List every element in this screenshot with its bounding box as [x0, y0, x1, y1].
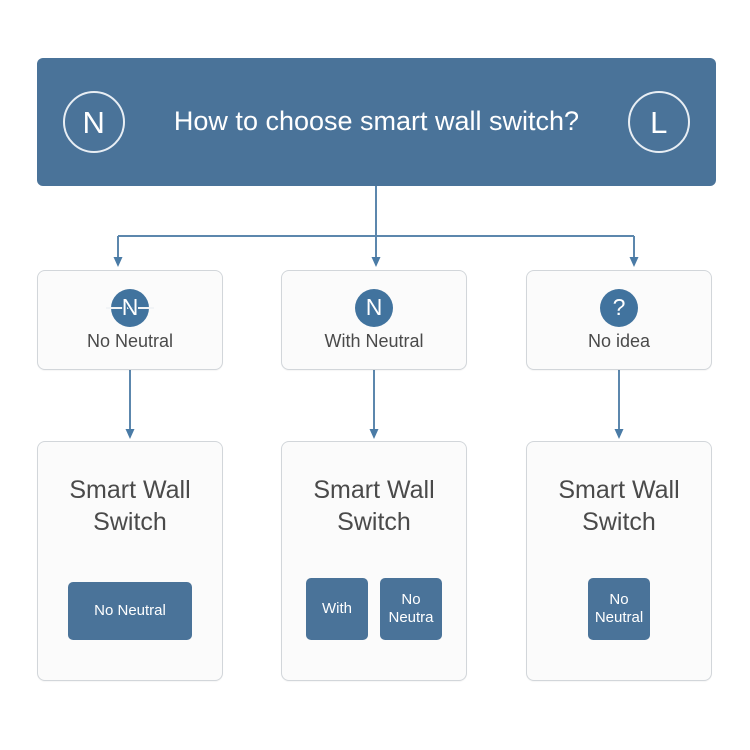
live-wire-icon-letter: L	[650, 104, 668, 140]
question-mark-icon-glyph: ?	[612, 294, 626, 321]
with-neutral-icon-letter: N	[365, 294, 383, 321]
product-button-no-neutral-2[interactable]: No Neutra	[380, 578, 442, 640]
product-card-1[interactable]: Smart Wall Switch No Neutral	[37, 441, 223, 681]
header-banner: N How to choose smart wall switch? L	[37, 58, 716, 186]
product-button-no-neutral-3[interactable]: No Neutral	[588, 578, 650, 640]
neutral-wire-icon: N	[63, 91, 125, 153]
product-button-row-2: With No Neutra	[282, 578, 466, 640]
product-button-no-neutral-1[interactable]: No Neutral	[68, 582, 192, 640]
option-label-with-neutral: With Neutral	[324, 330, 424, 351]
product-button-row-3: No Neutral	[527, 578, 711, 640]
product-card-3[interactable]: Smart Wall Switch No Neutral	[526, 441, 712, 681]
no-neutral-icon: N	[106, 288, 154, 327]
option-card-no-neutral[interactable]: N No Neutral	[37, 270, 223, 370]
product-button-row-1: No Neutral	[38, 582, 222, 640]
product-button-with-2[interactable]: With	[306, 578, 368, 640]
live-wire-icon: L	[628, 91, 690, 153]
option-card-no-idea[interactable]: ? No idea	[526, 270, 712, 370]
product-card-2[interactable]: Smart Wall Switch With No Neutra	[281, 441, 467, 681]
option-card-with-neutral[interactable]: N With Neutral	[281, 270, 467, 370]
product-title-1: Smart Wall Switch	[69, 476, 191, 536]
with-neutral-icon: N	[355, 288, 393, 327]
question-mark-icon: ?	[600, 288, 638, 327]
neutral-wire-icon-letter: N	[82, 104, 106, 140]
product-title-3: Smart Wall Switch	[558, 476, 680, 536]
option-label-no-idea: No idea	[587, 330, 651, 351]
page-title: How to choose smart wall switch?	[173, 106, 580, 137]
option-label-no-neutral: No Neutral	[86, 330, 174, 351]
no-neutral-icon-letter: N	[121, 294, 139, 321]
product-title-2: Smart Wall Switch	[313, 476, 435, 536]
